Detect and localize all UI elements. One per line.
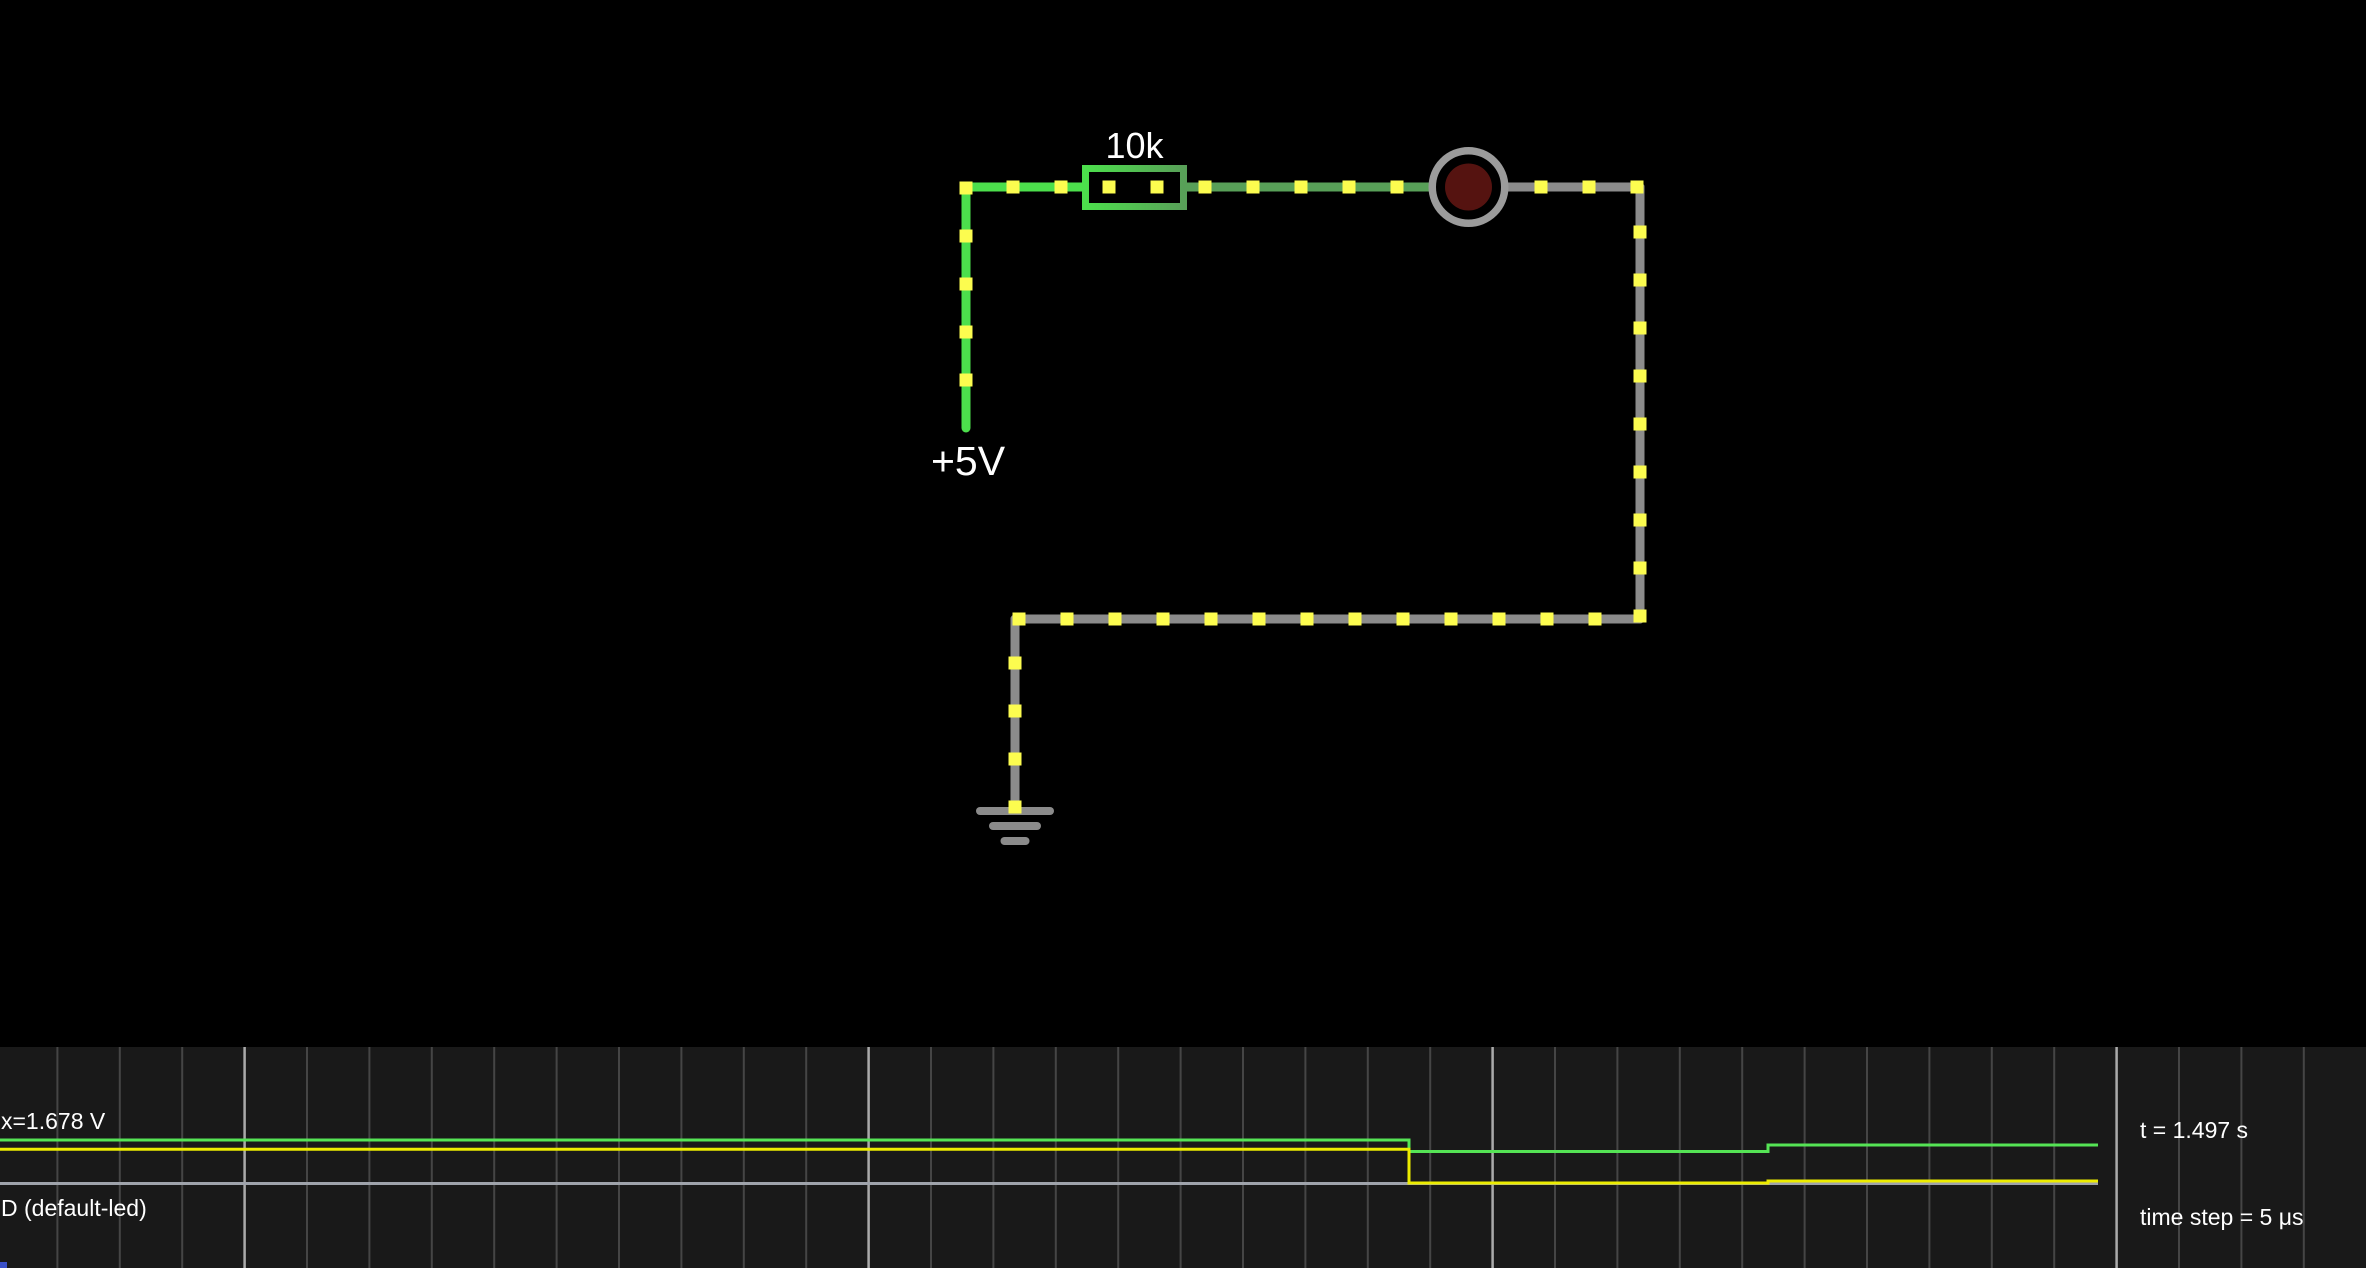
current-dot	[1252, 612, 1266, 626]
current-dot	[1633, 369, 1647, 383]
current-dot	[959, 229, 973, 243]
current-dot	[959, 373, 973, 387]
current-dot	[1633, 225, 1647, 239]
current-dot	[1633, 513, 1647, 527]
current-dot	[1006, 180, 1020, 194]
current-dot	[1060, 612, 1074, 626]
current-dot	[1633, 417, 1647, 431]
scope-component-label: D (default-led)	[1, 1195, 147, 1221]
current-dot	[1633, 609, 1647, 623]
oscilloscope-panel[interactable]: x=1.678 V D (default-led) t = 1.497 s ti…	[0, 1047, 2366, 1268]
scope-trace-yellow	[0, 1147, 2098, 1185]
current-dot	[1156, 612, 1170, 626]
led-group	[1428, 147, 1509, 227]
current-dot	[1633, 561, 1647, 575]
scope-corner-mark	[0, 1262, 7, 1268]
current-dot	[1054, 180, 1068, 194]
scope-time-labels: t = 1.497 s time step = 5 μs	[2140, 1058, 2303, 1268]
current-dot	[1300, 612, 1314, 626]
current-dot	[1633, 321, 1647, 335]
current-dot	[1008, 656, 1022, 670]
wires	[961, 182, 1645, 815]
current-dot	[1396, 612, 1410, 626]
current-dot	[1342, 180, 1356, 194]
current-dot	[1390, 180, 1404, 194]
resistor[interactable]	[1082, 165, 1187, 210]
current-dot	[1582, 180, 1596, 194]
current-dot	[1492, 612, 1506, 626]
current-dot	[1348, 612, 1362, 626]
scope-left-labels: x=1.678 V D (default-led)	[1, 1049, 147, 1268]
current-dot	[1534, 180, 1548, 194]
current-dot	[959, 277, 973, 291]
current-dot	[1444, 612, 1458, 626]
current-dot	[1198, 180, 1212, 194]
current-dot	[1588, 612, 1602, 626]
components	[976, 165, 1187, 845]
current-dot	[1633, 273, 1647, 287]
scope-timestep-label: time step = 5 μs	[2140, 1204, 2304, 1230]
current-dot	[959, 181, 973, 195]
current-dot	[959, 325, 973, 339]
scope-trace-green	[0, 1138, 2098, 1153]
scope-sim-time-label: t = 1.497 s	[2140, 1117, 2249, 1143]
led-body	[1445, 163, 1492, 211]
current-dot	[1108, 612, 1122, 626]
resistor-value-label: 10k	[1105, 125, 1164, 166]
current-dot	[1008, 704, 1022, 718]
current-dot	[1008, 752, 1022, 766]
current-dot	[1540, 612, 1554, 626]
current-dot	[1008, 800, 1022, 814]
scope-plot	[0, 1047, 2305, 1268]
current-dot	[1012, 612, 1026, 626]
scope-max-value-label: x=1.678 V	[1, 1108, 106, 1134]
current-dot	[1102, 180, 1116, 194]
current-dot	[1633, 465, 1647, 479]
current-dot	[1150, 180, 1164, 194]
current-dot	[1294, 180, 1308, 194]
current-dot	[1630, 180, 1644, 194]
current-dots	[959, 180, 1647, 814]
current-dot	[1246, 180, 1260, 194]
voltage-source-label: +5V	[931, 438, 1006, 484]
current-dot	[1204, 612, 1218, 626]
